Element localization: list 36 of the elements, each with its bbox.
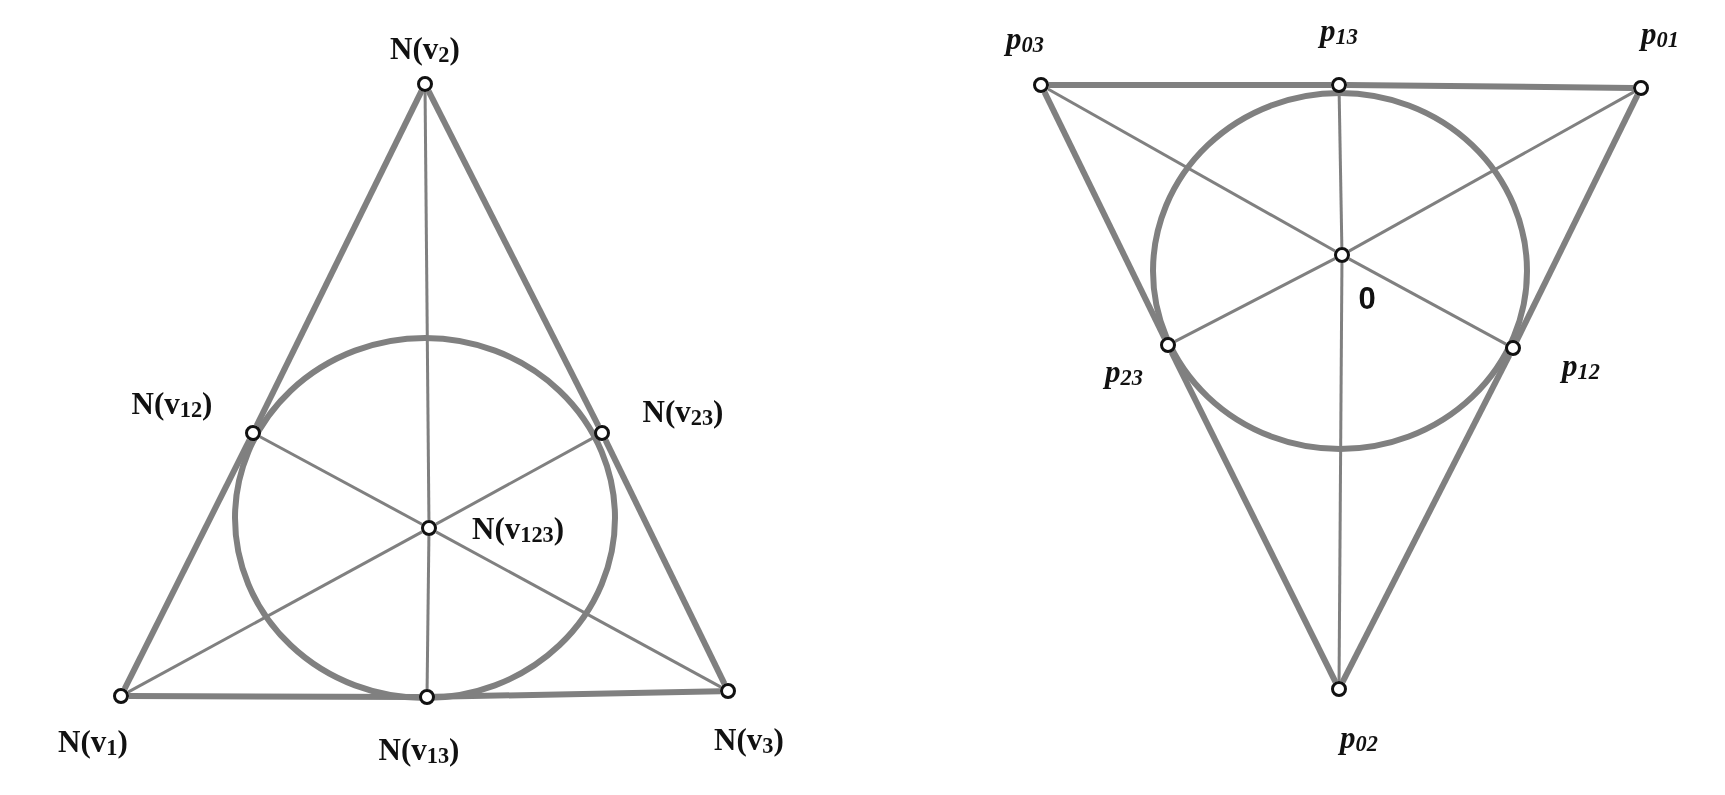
line-segment: [425, 535, 431, 689]
point-label: N(v$_{13}$): [378, 734, 460, 768]
line-segment: [425, 89, 602, 428]
point-label: 0: [1358, 282, 1376, 314]
point-label: N(v$_{123}$): [472, 513, 564, 547]
point-label: N(v$_{1}$): [58, 726, 128, 760]
line-segment: [1174, 257, 1336, 343]
line-segment: [602, 438, 728, 686]
line-segment: [1049, 82, 1331, 88]
point-label: p$_{01}$: [1641, 18, 1679, 52]
line-segment: [434, 688, 721, 700]
line-segment: [1513, 93, 1641, 343]
line-segment: [1047, 87, 1336, 253]
line-segment: [1346, 82, 1634, 91]
line-segment: [127, 530, 423, 694]
line-segment: [253, 89, 425, 428]
point-label: N(v$_{12}$): [131, 388, 213, 422]
line-segment: [121, 438, 253, 691]
line-segment: [435, 435, 596, 526]
point-label: p$_{03}$: [1006, 23, 1044, 57]
line-segment: [435, 530, 722, 689]
point-label: p$_{02}$: [1340, 722, 1378, 756]
line-segment: [1339, 353, 1513, 684]
point-label: N(v$_{3}$): [714, 724, 784, 758]
line-segment: [1348, 257, 1507, 346]
point-label: p$_{12}$: [1562, 350, 1600, 384]
line-segment: [259, 435, 423, 526]
point-label: p$_{13}$: [1320, 15, 1358, 49]
line-segment: [1337, 263, 1344, 681]
point-label: N(v$_{2}$): [390, 33, 460, 67]
point-label: p$_{23}$: [1105, 356, 1143, 390]
line-segment: [1348, 90, 1635, 253]
line-segment: [129, 693, 419, 700]
line-segment: [423, 92, 431, 520]
point-label: N(v$_{23}$): [642, 396, 724, 430]
line-segment: [1168, 350, 1339, 684]
